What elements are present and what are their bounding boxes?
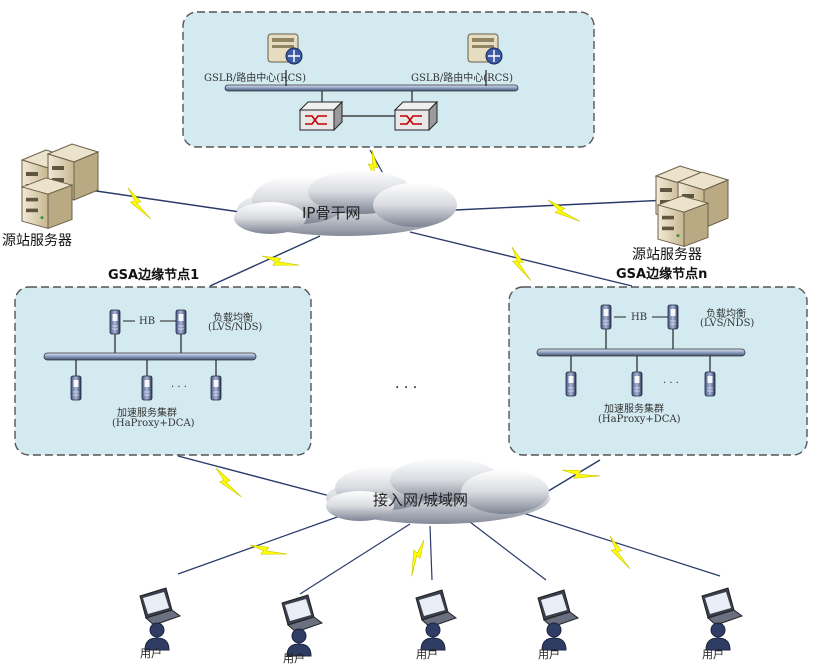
noden-dots: · · ·	[663, 378, 679, 389]
cache-server-icon	[210, 375, 222, 401]
user-label: 用户	[283, 652, 305, 665]
user-3	[415, 589, 457, 651]
rcs-right-label: GSLB/路由中心(RCS)	[411, 73, 514, 84]
laptop-icon	[415, 589, 457, 628]
rcs-server-left-icon	[267, 33, 303, 65]
origin-server-left-icon	[21, 143, 99, 229]
noden-lb-sub: (LVS/NDS)	[700, 318, 755, 329]
link-bolt-icon	[121, 187, 158, 220]
node1-dots: · · ·	[171, 382, 187, 393]
lb-server-icon	[175, 309, 187, 335]
origin-right-label: 源站服务器	[632, 247, 702, 263]
laptop-icon	[139, 587, 181, 626]
link-bolt-icon	[401, 539, 435, 577]
cache-server-icon	[70, 375, 82, 401]
noden-cluster-label: 加速服务集群	[604, 404, 664, 415]
cache-server-icon	[631, 371, 643, 397]
link-bolt-icon	[561, 454, 601, 492]
user-label: 用户	[702, 648, 724, 661]
gsa-node1-box	[14, 286, 312, 456]
lb-server-icon	[667, 304, 679, 330]
rcs-server-right-icon	[467, 33, 503, 65]
node1-cluster-label: 加速服务集群	[117, 408, 177, 419]
user-4	[537, 589, 579, 651]
access-cloud-label: 接入网/城域网	[373, 491, 469, 509]
link-bolt-icon	[547, 197, 581, 225]
backbone-cloud	[234, 170, 457, 236]
cache-server-icon	[704, 371, 716, 397]
between-nodes-dots: · · ·	[395, 380, 418, 396]
noden-title: GSA边缘节点n	[616, 267, 708, 282]
rcs-switch-right-icon	[393, 100, 439, 132]
rcs-left-label: GSLB/路由中心(RCS)	[204, 73, 307, 84]
laptop-icon	[537, 589, 579, 628]
node1-lb-label: 负载均衡	[213, 313, 253, 324]
user-1	[139, 587, 181, 651]
noden-lb-label: 负载均衡	[706, 309, 746, 320]
node1-cluster-sub: (HaProxy+DCA)	[112, 418, 195, 429]
laptop-icon	[701, 587, 743, 626]
link-bolt-icon	[502, 246, 541, 281]
access-cloud	[326, 458, 550, 524]
gsa-noden-box	[508, 286, 808, 456]
laptop-icon	[281, 594, 323, 633]
user-2	[281, 594, 323, 657]
cache-server-icon	[141, 375, 153, 401]
noden-hb-label: HB	[631, 312, 648, 323]
node1-lb-sub: (LVS/NDS)	[208, 322, 263, 333]
link-bolt-icon	[601, 535, 639, 570]
lb-server-icon	[109, 309, 121, 335]
cache-server-icon	[565, 371, 577, 397]
backbone-cloud-label: IP骨干网	[302, 204, 361, 222]
user-label: 用户	[416, 648, 438, 661]
origin-server-right-icon	[655, 165, 729, 247]
node1-title: GSA边缘节点1	[108, 268, 200, 283]
noden-cluster-sub: (HaProxy+DCA)	[598, 414, 681, 425]
node1-hb-label: HB	[139, 316, 156, 327]
rcs-bus	[224, 84, 519, 92]
rcs-switch-left-icon	[298, 100, 344, 132]
user-label: 用户	[140, 647, 162, 660]
user-label: 用户	[538, 648, 560, 661]
user-5	[701, 587, 743, 651]
origin-left-label: 源站服务器	[2, 233, 72, 249]
lb-server-icon	[600, 304, 612, 330]
